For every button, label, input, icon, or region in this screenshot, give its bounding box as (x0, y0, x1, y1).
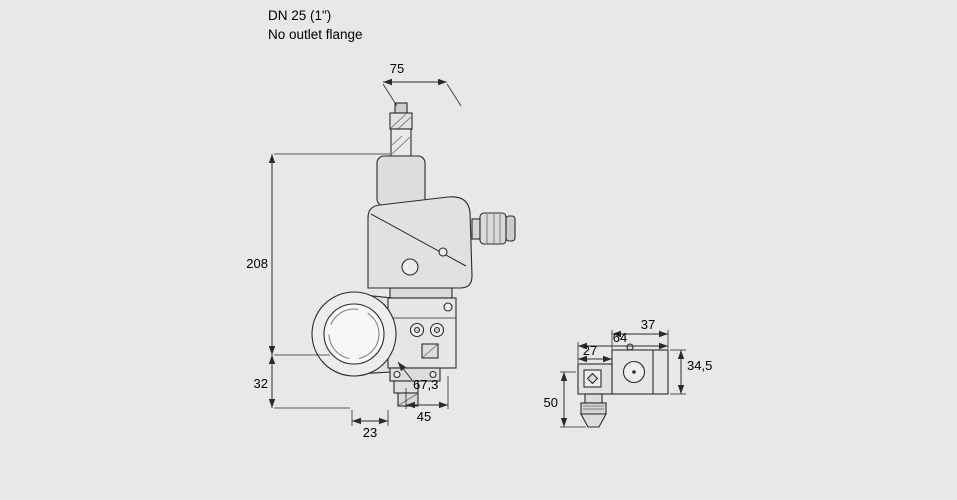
dim-label-67-3: 67,3 (413, 377, 438, 392)
spring-dome (376, 155, 426, 207)
dimensions-side: 37 64 27 34,5 50 (544, 317, 712, 428)
inlet-bore (323, 303, 385, 365)
nipple-hatch (390, 113, 412, 130)
dim-label-45: 45 (417, 409, 431, 424)
page-title: DN 25 (1") (268, 8, 331, 23)
inlet-thread (328, 308, 380, 360)
dim-ext-75-right (446, 83, 462, 107)
valve-side-view (577, 343, 669, 428)
test-nipple-cap (394, 102, 408, 114)
coil-hub-center (632, 370, 636, 374)
gland-nut (580, 402, 607, 415)
body-screw-top (443, 302, 453, 312)
actuator-edge-line (370, 213, 467, 267)
actuator-housing (367, 196, 473, 289)
valve-front-view (311, 102, 516, 407)
gland-ribs (583, 405, 604, 410)
housing-screw (438, 247, 448, 257)
dim-label-27: 27 (583, 343, 597, 358)
dimensions-front: 75 208 32 23 45 67,3 (246, 61, 462, 440)
stem-hatch (391, 135, 411, 155)
bottom-plug-hatch (398, 393, 418, 406)
cable-gland (580, 413, 607, 428)
coil-neck (471, 218, 481, 240)
sight-port (401, 258, 419, 276)
dim-label-208: 208 (246, 256, 268, 271)
bottom-bolt-left (393, 370, 401, 379)
body-screw-left-center (413, 326, 421, 334)
body-port-hatch (421, 343, 439, 359)
dim-label-75: 75 (390, 61, 404, 76)
coil-ribs (486, 214, 501, 243)
dim-label-64: 64 (613, 330, 627, 345)
top-screw (626, 343, 634, 351)
dim-label-37: 37 (641, 317, 655, 332)
dim-ext-75-left (382, 83, 398, 107)
title-block: DN 25 (1") No outlet flange (268, 8, 363, 42)
connector-key (586, 372, 599, 385)
bottom-bolt-right (429, 370, 437, 379)
body-screw-right-center (433, 326, 441, 334)
solenoid-coil (479, 212, 507, 245)
gland-neck (584, 393, 603, 404)
coil-end-cap (505, 215, 516, 242)
page-subtitle: No outlet flange (268, 27, 363, 42)
dim-label-23: 23 (363, 425, 377, 440)
dim-label-50: 50 (544, 395, 558, 410)
body-neck (389, 287, 453, 299)
dim-leader-67-3 (397, 361, 413, 381)
dim-label-34-5: 34,5 (687, 358, 712, 373)
dim-label-32: 32 (254, 376, 268, 391)
